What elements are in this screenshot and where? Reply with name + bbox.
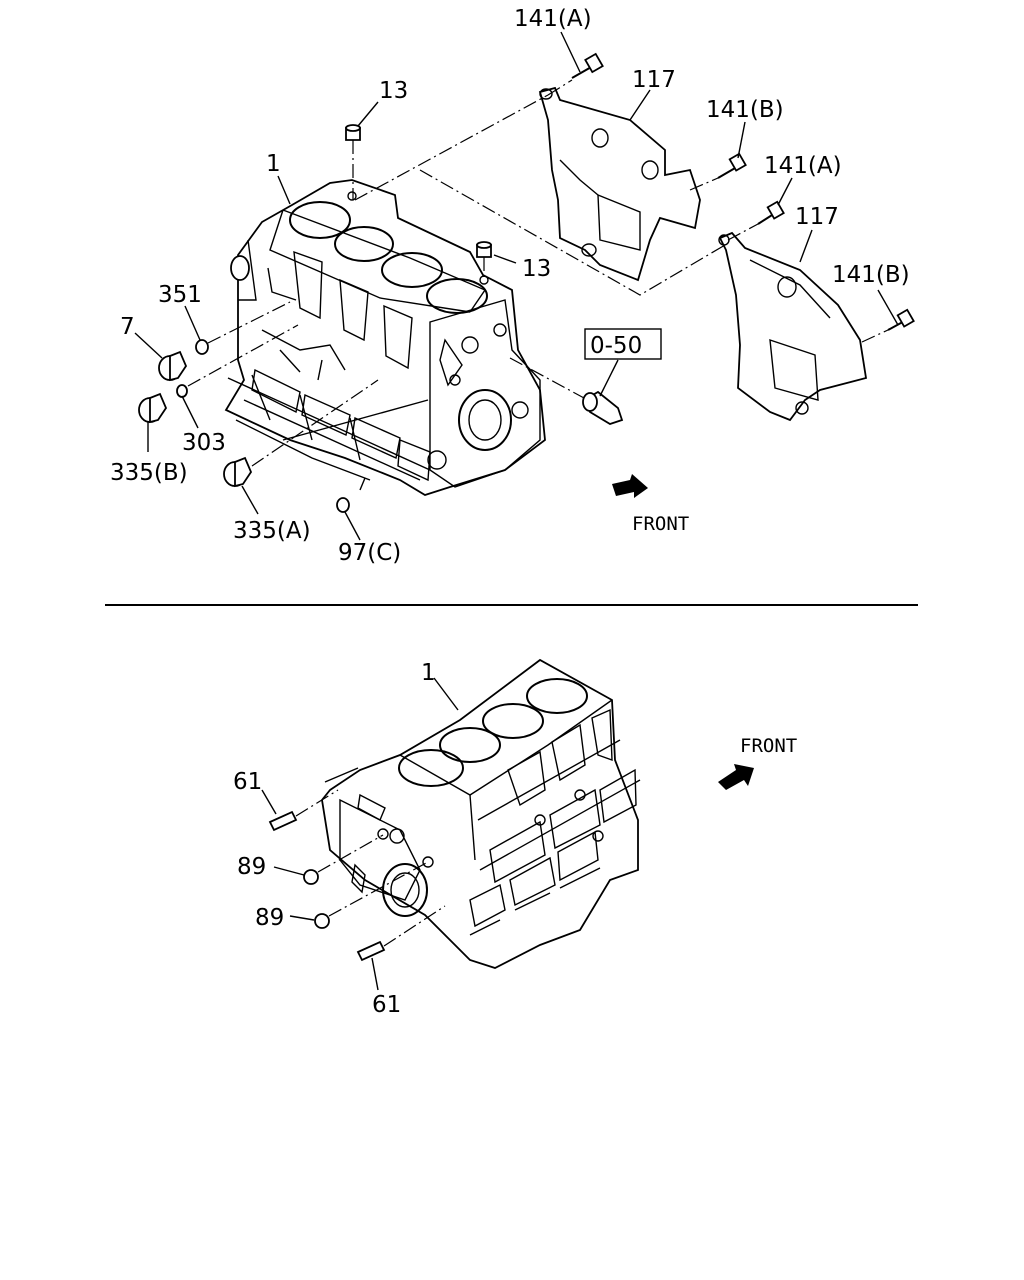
dowel-61-top xyxy=(268,789,339,832)
callout-141a-top: 141(A) xyxy=(514,6,592,32)
plug-89-a xyxy=(303,834,384,885)
callout-61-bottom: 61 xyxy=(372,992,401,1018)
cylinder-bore-b2 xyxy=(439,727,501,763)
callout-335b: 335(B) xyxy=(110,460,188,486)
plug-89-b xyxy=(314,861,429,929)
cylinder-bore-b3 xyxy=(482,703,544,739)
callout-141b-right: 141(B) xyxy=(832,262,910,288)
callout-1-top: 1 xyxy=(266,151,281,177)
cylinder-block-top xyxy=(224,179,546,496)
cylinder-bore-b1 xyxy=(398,749,464,787)
bolt-141a-top xyxy=(547,52,604,96)
rear-crank-bore xyxy=(382,863,428,917)
front-arrow-icon xyxy=(718,764,754,790)
bolt-141b-top xyxy=(689,152,747,191)
cylinder-bore-4 xyxy=(426,278,488,314)
callout-351: 351 xyxy=(158,282,202,308)
plug-7 xyxy=(158,301,291,382)
plug-97c xyxy=(336,497,350,513)
bolt-141a-mid xyxy=(727,200,785,241)
callout-7: 7 xyxy=(120,314,135,340)
sensor-callout-box xyxy=(584,328,662,360)
callout-61-top: 61 xyxy=(233,769,262,795)
cylinder-bore-2 xyxy=(334,226,394,262)
callout-117-top: 117 xyxy=(632,67,676,93)
callout-141a-mid: 141(A) xyxy=(764,153,842,179)
bolt-141b-right xyxy=(861,308,915,343)
callout-117-mid: 117 xyxy=(795,204,839,230)
cylinder-block-bottom xyxy=(321,658,641,969)
callout-303: 303 xyxy=(182,430,226,456)
callout-89-a: 89 xyxy=(237,854,266,880)
top-assembly: 141(A) 117 141(B) 141(A) 117 141(B) 13 1… xyxy=(110,6,915,566)
callout-89-b: 89 xyxy=(255,905,284,931)
callout-13-mid: 13 xyxy=(522,256,551,282)
dowel-13-mid xyxy=(476,241,492,280)
callout-1-bottom: 1 xyxy=(421,660,436,686)
callout-13-top: 13 xyxy=(379,78,408,104)
front-arrow-icon xyxy=(612,474,648,498)
cylinder-bore-b4 xyxy=(526,678,588,714)
sensor-0-50 xyxy=(509,357,624,425)
callout-335a: 335(A) xyxy=(233,518,311,544)
plug-335b xyxy=(138,324,299,424)
callout-141b-top: 141(B) xyxy=(706,97,784,123)
gear-case-cover-lower xyxy=(718,231,868,422)
cylinder-bore-3 xyxy=(381,252,443,288)
front-label-bottom: FRONT xyxy=(740,735,797,757)
cylinder-bore-1 xyxy=(289,201,351,239)
dowel-61-bottom xyxy=(356,905,446,962)
bottom-assembly: 1 61 89 89 61 FRONT xyxy=(233,658,797,1018)
front-label-top: FRONT xyxy=(632,513,689,535)
callout-97c: 97(C) xyxy=(338,540,401,566)
crankshaft-bore xyxy=(458,389,512,451)
plug-335a xyxy=(223,379,379,488)
gear-case-cover-upper xyxy=(538,86,701,282)
callout-0-50: 0-50 xyxy=(590,333,642,359)
dowel-13-top xyxy=(345,124,361,200)
